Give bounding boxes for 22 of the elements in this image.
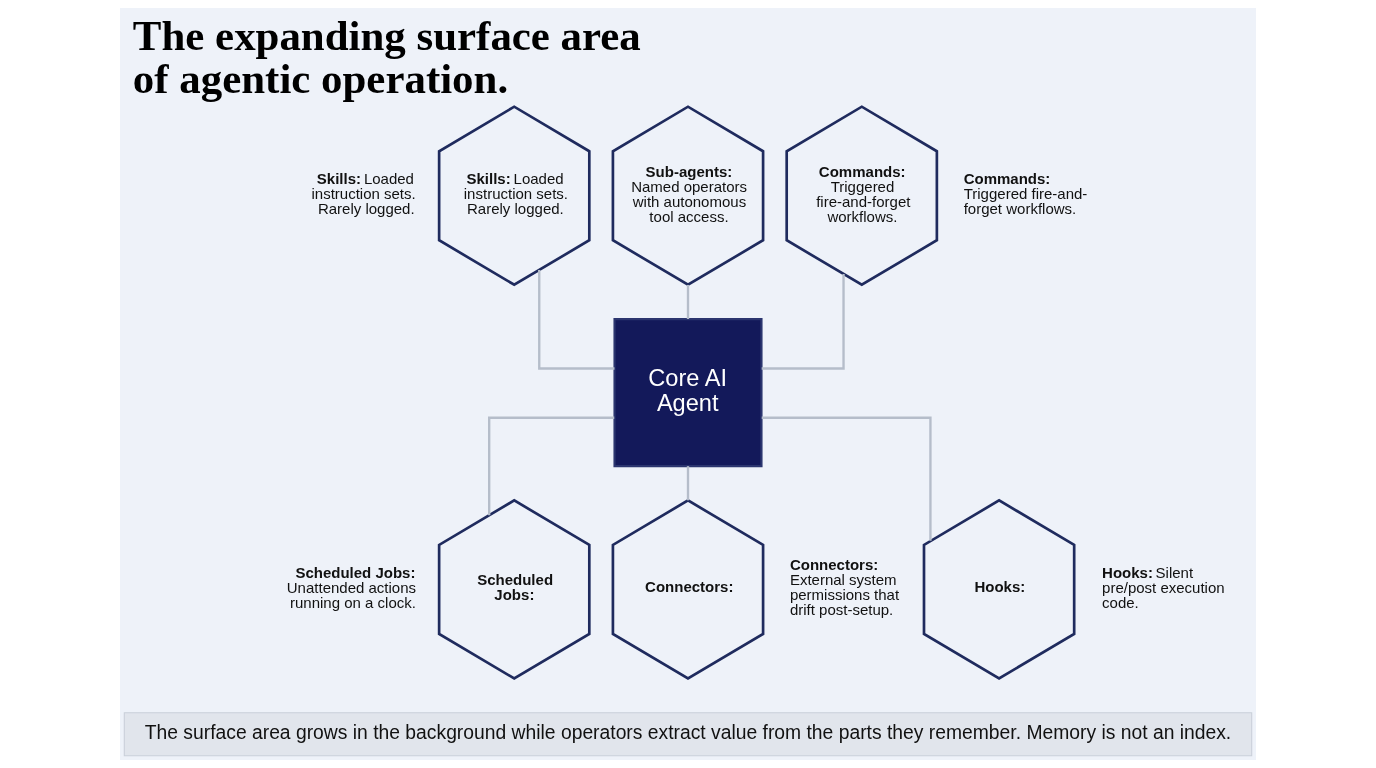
node-label: Commands: xyxy=(963,170,1051,188)
node-label: Rarely logged. xyxy=(317,200,415,218)
connector xyxy=(488,416,615,516)
node-label: Triggered fire-and-forget workflows. xyxy=(963,185,1088,218)
connector xyxy=(761,274,845,370)
node-label: Unattended actions running on a clock. xyxy=(286,578,417,611)
node-label: pre/post execution xyxy=(1102,578,1225,596)
node-box: Core AI Agent xyxy=(613,318,763,468)
connector xyxy=(686,466,690,501)
node-label: instruction sets. xyxy=(311,185,416,203)
node-label: Connectors: xyxy=(789,556,879,574)
connector xyxy=(686,284,690,319)
connector xyxy=(538,270,615,370)
node-label: Silent xyxy=(1155,563,1194,581)
node-label: Skills: xyxy=(316,170,362,188)
caption: The surface area grows in the background while operators extract value from the parts they remember. Memory is not an index. xyxy=(144,721,1232,743)
node-label: Loaded xyxy=(363,170,414,188)
diagram-title: The expanding surface area of agentic operation. xyxy=(132,11,641,102)
node-label: Hooks: xyxy=(1102,563,1153,581)
connector xyxy=(761,416,932,541)
node-label: External system permissions that drift post-setup. xyxy=(789,571,900,619)
node-label: Scheduled Jobs: xyxy=(295,563,416,581)
